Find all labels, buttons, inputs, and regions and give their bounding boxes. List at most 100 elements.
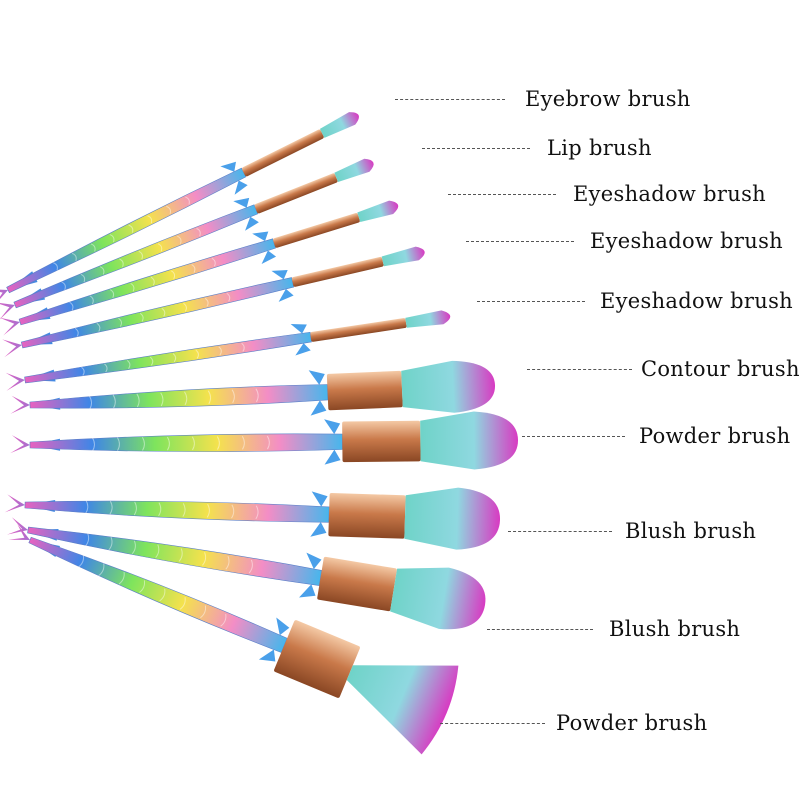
scale-mark xyxy=(225,555,230,570)
scale-mark xyxy=(200,605,207,619)
scale-mark xyxy=(89,295,94,305)
handle xyxy=(29,384,329,409)
bristles xyxy=(319,112,359,138)
scale-mark xyxy=(216,436,220,450)
handle xyxy=(13,204,259,309)
bristles xyxy=(405,310,451,328)
label-eyeshadow-brush-1: Eyeshadow brush xyxy=(573,182,766,206)
scale-mark xyxy=(191,436,195,451)
brush-6 xyxy=(10,360,496,416)
brush-7 xyxy=(10,411,519,470)
ferrule xyxy=(242,129,324,177)
label-blush-brush-2: Blush brush xyxy=(609,617,741,641)
scale-mark xyxy=(91,437,95,452)
handle-fin xyxy=(233,197,259,231)
scale-mark xyxy=(226,292,231,302)
scale-mark xyxy=(177,235,182,245)
scale-mark xyxy=(118,317,122,327)
scale-mark xyxy=(130,282,135,292)
scale-mark xyxy=(109,289,115,298)
leader-line xyxy=(527,369,632,370)
scale-mark xyxy=(128,224,134,233)
scale-mark xyxy=(149,356,154,366)
scale-mark xyxy=(241,342,245,352)
scale-mark xyxy=(255,505,259,520)
leader-line xyxy=(440,723,545,724)
leader-line xyxy=(448,194,556,195)
scale-mark xyxy=(160,392,164,407)
callout-contour-brush: Contour brush xyxy=(527,354,799,384)
callout-blush-brush-2: Blush brush xyxy=(487,614,777,644)
label-lip-brush: Lip brush xyxy=(547,136,652,160)
scale-mark xyxy=(159,588,166,602)
scale-mark xyxy=(78,554,85,568)
leader-line xyxy=(522,436,625,437)
scale-mark xyxy=(191,264,196,273)
scale-mark xyxy=(90,243,96,252)
scale-mark xyxy=(53,262,58,271)
scale-mark xyxy=(81,366,85,376)
scale-mark xyxy=(211,257,216,267)
handle xyxy=(28,536,288,653)
brush-4 xyxy=(2,246,425,358)
scale-mark xyxy=(99,266,105,275)
scale-mark xyxy=(133,501,137,516)
callout-blush-brush-1: Blush brush xyxy=(508,516,788,546)
leader-line xyxy=(487,629,593,630)
ferrule xyxy=(310,318,407,342)
scale-mark xyxy=(155,544,160,558)
scale-mark xyxy=(182,503,186,517)
scale-mark xyxy=(241,435,245,450)
scale-mark xyxy=(104,363,108,373)
callout-eyeshadow-brush-2: Eyeshadow brush xyxy=(466,226,786,256)
scale-mark xyxy=(61,281,66,290)
scale-mark xyxy=(248,559,253,574)
scale-mark xyxy=(139,312,144,322)
brush-2 xyxy=(0,158,374,320)
scale-mark xyxy=(88,395,93,410)
scale-mark xyxy=(109,500,113,515)
ferrule xyxy=(273,213,360,248)
scale-mark xyxy=(157,243,163,252)
handle xyxy=(29,433,343,452)
scale-mark xyxy=(85,500,89,514)
handle-fin xyxy=(271,269,294,302)
ferrule xyxy=(317,556,397,612)
scale-mark xyxy=(220,613,227,627)
ferrule xyxy=(342,420,421,463)
handle-fin xyxy=(299,552,322,598)
callout-eyebrow-brush: Eyebrow brush xyxy=(395,84,695,114)
scale-mark xyxy=(98,563,105,577)
brush-9 xyxy=(6,517,486,630)
label-powder-brush-2: Powder brush xyxy=(556,711,708,735)
handle-fin xyxy=(290,324,311,356)
handle-fin xyxy=(308,370,327,416)
leader-line xyxy=(508,531,612,532)
scale-mark xyxy=(184,391,188,406)
callout-eyeshadow-brush-1: Eyeshadow brush xyxy=(448,179,788,209)
scale-mark xyxy=(231,504,235,519)
brush-1 xyxy=(0,112,359,307)
scale-mark xyxy=(231,389,235,404)
scale-mark xyxy=(74,327,79,337)
bristles xyxy=(346,665,459,755)
ferrule xyxy=(326,370,403,411)
scale-mark xyxy=(119,258,124,267)
scale-mark xyxy=(170,270,176,280)
scale-mark xyxy=(161,307,166,317)
label-eyeshadow-brush-2: Eyeshadow brush xyxy=(590,229,783,253)
handle xyxy=(24,331,312,384)
label-blush-brush-1: Blush brush xyxy=(625,519,757,543)
bristles xyxy=(390,567,486,630)
bristles xyxy=(334,158,374,183)
scale-mark xyxy=(71,252,77,262)
brush-10 xyxy=(8,523,459,755)
ferrule xyxy=(328,492,406,539)
scale-mark xyxy=(172,353,177,363)
label-eyebrow-brush: Eyebrow brush xyxy=(525,87,691,111)
scale-mark xyxy=(166,205,171,215)
scale-mark xyxy=(195,349,199,359)
scale-mark xyxy=(108,536,113,551)
scale-mark xyxy=(178,548,183,562)
